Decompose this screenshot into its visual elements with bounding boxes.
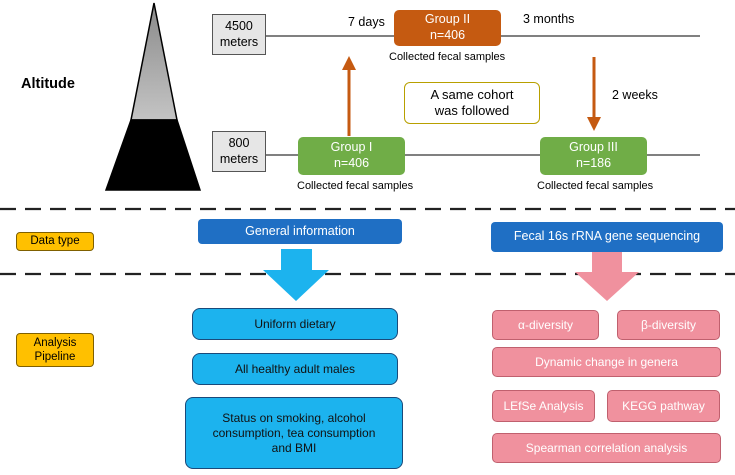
group-i-name: Group I: [330, 140, 373, 155]
arrow-down: [587, 57, 601, 131]
group-ii-name: Group II: [424, 12, 471, 27]
lefse-analysis-box: LEfSe Analysis: [492, 390, 595, 422]
general-information-box: General information: [198, 219, 402, 244]
group-ii-n: n=406: [429, 28, 466, 42]
arrow-up: [342, 56, 356, 136]
lifestyle-status-box: Status on smoking, alcohol consumption, …: [185, 397, 403, 469]
group-iii-collected-label: Collected fecal samples: [537, 180, 654, 192]
elevation-low-value: 800: [228, 135, 250, 150]
data-type-tag: Data type: [16, 232, 94, 251]
group-i-n: n=406: [333, 156, 370, 170]
elevation-high-unit: meters: [219, 34, 259, 49]
group-ii-collected-label: Collected fecal samples: [389, 51, 506, 63]
elevation-low-unit: meters: [219, 151, 259, 166]
cohort-note-line2: was followed: [434, 103, 510, 118]
spearman-correlation-box: Spearman correlation analysis: [492, 433, 721, 463]
time-7-days: 7 days: [348, 15, 385, 29]
pink-down-arrow: [575, 252, 639, 301]
healthy-adult-males-box: All healthy adult males: [192, 353, 398, 385]
group-i-collected-label: Collected fecal samples: [297, 180, 414, 192]
cohort-note-line1: A same cohort: [430, 86, 514, 102]
time-2-weeks: 2 weeks: [612, 88, 658, 102]
beta-diversity-box: β-diversity: [617, 310, 720, 340]
mountain-base: [104, 119, 202, 191]
kegg-pathway-box: KEGG pathway: [607, 390, 720, 422]
blue-down-arrow: [263, 249, 329, 301]
analysis-label-line2: Pipeline: [34, 351, 76, 363]
elevation-high-value: 4500: [225, 18, 253, 33]
uniform-dietary-box: Uniform dietary: [192, 308, 398, 340]
group-iii-name: Group III: [569, 140, 618, 155]
altitude-label: Altitude: [21, 76, 75, 92]
time-3-months: 3 months: [523, 12, 575, 26]
group-iii-n: n=186: [575, 156, 612, 170]
mountain-peak: [130, 2, 178, 121]
alpha-diversity-box: α-diversity: [492, 310, 599, 340]
analysis-label-line1: Analysis: [33, 336, 77, 349]
dynamic-genera-box: Dynamic change in genera: [492, 347, 721, 377]
fecal-16s-sequencing-box: Fecal 16s rRNA gene sequencing: [491, 222, 723, 252]
